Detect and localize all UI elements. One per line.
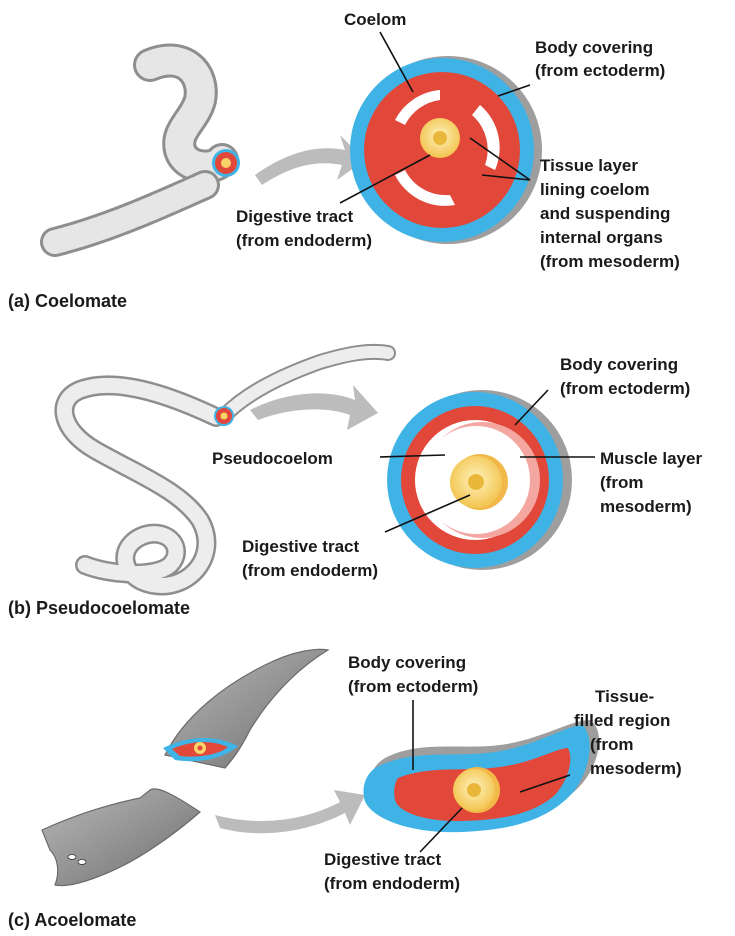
tissue-layer-label: lining coelom — [540, 180, 650, 199]
pseudocoelomate-cross-section — [387, 390, 572, 570]
panel-pseudocoelomate: Body covering (from ectoderm) Pseudocoel… — [8, 352, 702, 618]
earthworm-illustration — [55, 60, 240, 242]
tissue-filled-region-label: (from — [590, 735, 633, 754]
body-covering-label: (from ectoderm) — [535, 61, 665, 80]
panel-caption: (a) Coelomate — [8, 291, 127, 311]
panel-acoelomate: Body covering (from ectoderm) Tissue- fi… — [8, 649, 682, 930]
acoelomate-cross-section — [363, 720, 599, 832]
body-covering-label: Body covering — [535, 38, 653, 57]
muscle-layer-label: (from — [600, 473, 643, 492]
tissue-filled-region-label: mesoderm) — [590, 759, 682, 778]
body-covering-label: Body covering — [560, 355, 678, 374]
tissue-layer-label: and suspending — [540, 204, 670, 223]
body-covering-label: (from ectoderm) — [560, 379, 690, 398]
coelomate-cross-section — [350, 56, 542, 244]
arrow-icon — [215, 790, 365, 833]
digestive-tract-label: Digestive tract — [236, 207, 353, 226]
body-covering-label: (from ectoderm) — [348, 677, 478, 696]
flatworm-illustration — [42, 649, 328, 885]
muscle-layer-label: mesoderm) — [600, 497, 692, 516]
digestive-tract-label: (from endoderm) — [242, 561, 378, 580]
panel-caption: (b) Pseudocoelomate — [8, 598, 190, 618]
panel-coelomate: Coelom Body covering (from ectoderm) Tis… — [8, 10, 680, 311]
digestive-tract-label: Digestive tract — [242, 537, 359, 556]
coelom-label: Coelom — [344, 10, 406, 29]
tissue-filled-region-label: Tissue- — [595, 687, 654, 706]
digestive-tract-label: Digestive tract — [324, 850, 441, 869]
digestive-tract-label: (from endoderm) — [324, 874, 460, 893]
body-covering-label: Body covering — [348, 653, 466, 672]
tissue-layer-label: Tissue layer — [540, 156, 638, 175]
tissue-layer-label: internal organs — [540, 228, 663, 247]
arrow-icon — [255, 135, 365, 185]
panel-caption: (c) Acoelomate — [8, 910, 136, 930]
tissue-layer-label: (from mesoderm) — [540, 252, 680, 271]
tissue-filled-region-label: filled region — [574, 711, 670, 730]
pseudocoelom-label: Pseudocoelom — [212, 449, 333, 468]
muscle-layer-label: Muscle layer — [600, 449, 702, 468]
digestive-tract-label: (from endoderm) — [236, 231, 372, 250]
